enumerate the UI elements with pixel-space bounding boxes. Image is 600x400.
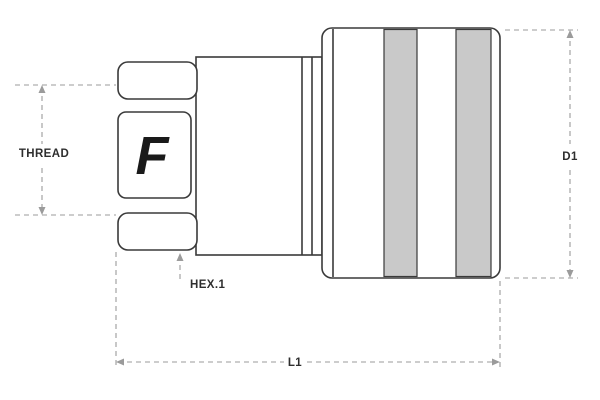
- dimension-hex1: HEX.1: [176, 253, 225, 291]
- dimension-thread: THREAD: [15, 84, 116, 216]
- coupling-body: [195, 56, 323, 256]
- coupling-outline: F: [117, 27, 501, 279]
- thread-arrow-down-icon: [38, 207, 46, 215]
- dimension-l1: L1: [115, 252, 501, 369]
- hex-face-top: [117, 61, 198, 100]
- hex1-label: HEX.1: [190, 279, 225, 291]
- hex-face-bottom: [117, 212, 198, 251]
- l1-arrow-right-icon: [492, 358, 500, 366]
- brand-logo-letter: F: [136, 126, 171, 186]
- knurl-band-1: [383, 28, 418, 278]
- thread-label: THREAD: [19, 148, 69, 160]
- l1-label: L1: [288, 357, 302, 369]
- hex1-arrow-up-icon: [176, 253, 184, 261]
- d1-label: D1: [562, 151, 578, 163]
- hex-face-middle: [117, 111, 192, 199]
- thread-arrow-up-icon: [38, 85, 46, 93]
- d1-arrow-down-icon: [566, 270, 574, 278]
- dimension-d1: D1: [505, 29, 578, 279]
- d1-arrow-up-icon: [566, 30, 574, 38]
- knurl-band-2: [455, 28, 492, 278]
- l1-arrow-left-icon: [116, 358, 124, 366]
